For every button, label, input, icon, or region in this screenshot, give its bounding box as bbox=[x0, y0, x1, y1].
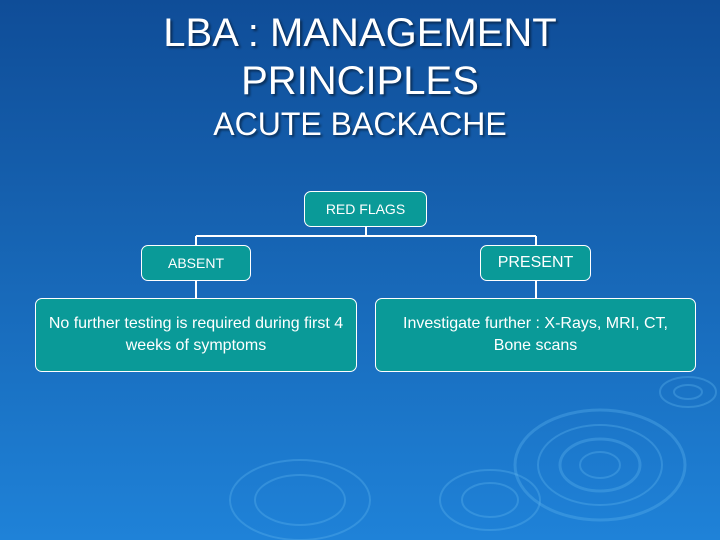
present-outcome-node: Investigate further : X-Rays, MRI, CT, B… bbox=[375, 298, 696, 372]
present-node: PRESENT bbox=[480, 245, 591, 281]
absent-outcome-node: No further testing is required during fi… bbox=[35, 298, 357, 372]
present-outcome-text: Investigate further : X-Rays, MRI, CT, B… bbox=[403, 315, 668, 354]
slide-title-line-2: PRINCIPLES bbox=[241, 59, 479, 103]
slide-subtitle: ACUTE BACKACHE bbox=[213, 106, 507, 142]
slide-title-line-1: LBA : MANAGEMENT bbox=[163, 11, 557, 55]
present-label: PRESENT bbox=[497, 254, 574, 271]
red-flags-node: RED FLAGS bbox=[304, 191, 427, 227]
absent-label: ABSENT bbox=[167, 255, 224, 271]
red-flags-label: RED FLAGS bbox=[325, 201, 406, 217]
absent-node: ABSENT bbox=[141, 245, 251, 281]
absent-outcome-text: No further testing is required during fi… bbox=[48, 315, 344, 354]
